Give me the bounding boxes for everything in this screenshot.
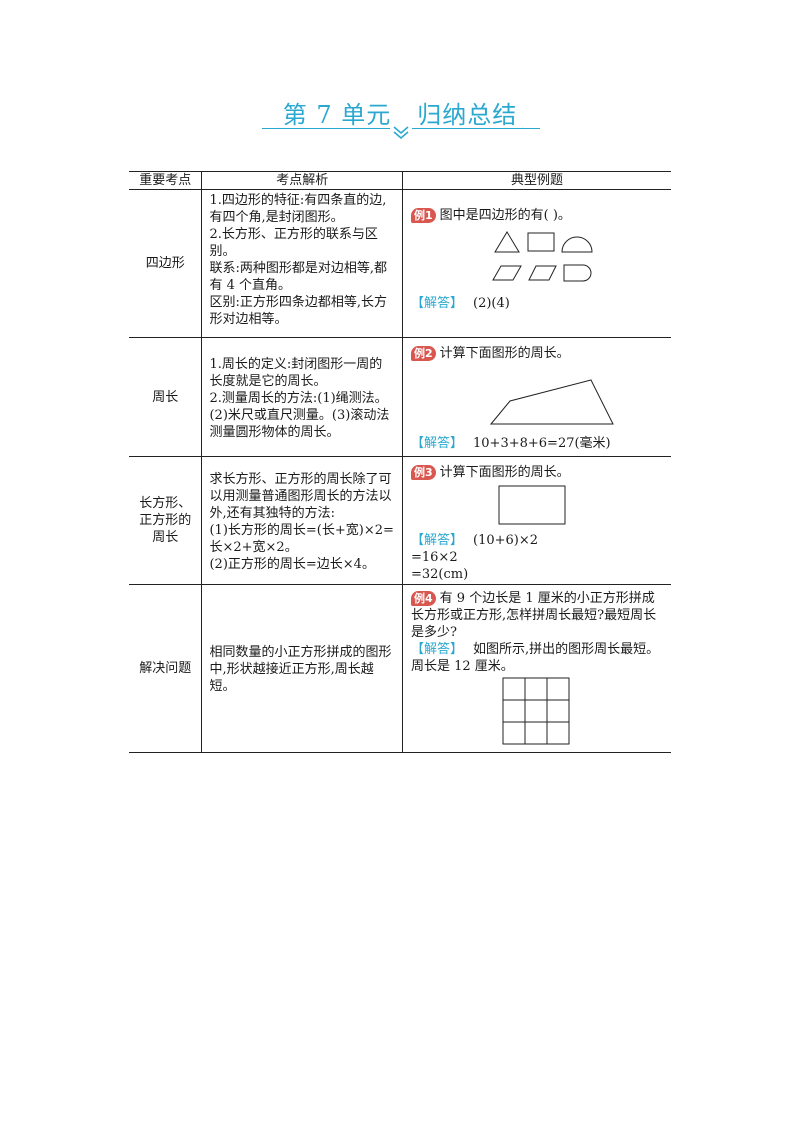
table-row: 周长 1.周长的定义:封闭图形一周的长度就是它的周长。 2.测量周长的方法:(1… [129, 337, 671, 457]
topic-text: 长方形、正方形的周长 [139, 496, 192, 545]
answer-label: 【解答】 [411, 436, 464, 451]
analysis-cell: 1.四边形的特征:有四条直的边,有四个角,是封闭图形。 2.长方形、正方形的联系… [201, 189, 403, 338]
quadrilateral-shapes-figure [492, 231, 593, 282]
answer-text: 如图所示,拼出的图形周长最短。周长是 12 厘米。 [411, 642, 660, 674]
topic-cell: 解决问题 [129, 584, 202, 753]
analysis-line: (2)正方形的周长=边长×4。 [209, 556, 375, 572]
answer-label: 【解答】 [411, 296, 464, 311]
table-header-row: 重要考点 考点解析 典型例题 [129, 171, 671, 190]
analysis-cell: 求长方形、正方形的周长除了可以用测量普通图形周长的方法以外,还有其独特的方法: … [201, 456, 403, 585]
summary-table: 重要考点 考点解析 典型例题 四边形 1.四边形的特征:有四条直的边,有四个角,… [129, 171, 671, 753]
title-rule-right [412, 128, 540, 129]
topic-cell: 周长 [129, 337, 202, 457]
header-key-point: 重要考点 [129, 171, 202, 190]
analysis-line: 2.长方形、正方形的联系与区别。 [209, 227, 378, 259]
example-badge: 例3 [411, 465, 436, 480]
analysis-line: 1.周长的定义:封闭图形一周的长度就是它的周长。 [209, 356, 383, 389]
analysis-line: 求长方形、正方形的周长除了可以用测量普通图形周长的方法以外,还有其独特的方法: [209, 471, 392, 521]
answer-text: =16×2 [411, 550, 458, 565]
answer-text: (10+6)×2 [473, 533, 539, 548]
table-row: 四边形 1.四边形的特征:有四条直的边,有四个角,是封闭图形。 2.长方形、正方… [129, 189, 671, 338]
analysis-line: (1)长方形的周长=(长+宽)×2=长×2+宽×2。 [209, 522, 394, 555]
analysis-cell: 1.周长的定义:封闭图形一周的长度就是它的周长。 2.测量周长的方法:(1)绳测… [201, 337, 403, 457]
analysis-line: 相同数量的小正方形拼成的图形中,形状越接近正方形,周长越短。 [209, 645, 392, 694]
example-badge: 例2 [411, 346, 436, 361]
analysis-line: 联系:两种图形都是对边相等,都有 4 个直角。 [209, 261, 387, 293]
double-chevron-icon [393, 126, 409, 140]
example-question: 计算下面图形的周长。 [439, 346, 570, 361]
quadrilateral-figure [489, 379, 614, 425]
title-rule-left [262, 128, 390, 129]
table-row: 长方形、正方形的周长 求长方形、正方形的周长除了可以用测量普通图形周长的方法以外… [129, 456, 671, 585]
analysis-cell: 相同数量的小正方形拼成的图形中,形状越接近正方形,周长越短。 [201, 584, 403, 753]
answer-text: =32(cm) [411, 567, 469, 582]
example-badge: 例1 [411, 208, 436, 223]
rectangle-figure [498, 485, 566, 525]
analysis-line: 1.四边形的特征:有四条直的边,有四个角,是封闭图形。 [209, 193, 387, 225]
example-badge: 例4 [411, 591, 436, 606]
header-analysis: 考点解析 [201, 171, 403, 190]
header-examples: 典型例题 [402, 171, 671, 190]
topic-cell: 四边形 [129, 189, 202, 338]
example-question: 有 9 个边长是 1 厘米的小正方形拼成长方形或正方形,怎样拼周长最短?最短周长… [411, 591, 657, 640]
topic-cell: 长方形、正方形的周长 [129, 456, 202, 585]
unit-label: 第 7 单元 [282, 101, 392, 129]
answer-text: 10+3+8+6=27(毫米) [473, 436, 611, 451]
analysis-line: 区别:正方形四条边都相等,长方形对边相等。 [209, 295, 387, 327]
answer-text: (2)(4) [473, 296, 510, 311]
parallelogram-shape [492, 265, 522, 281]
example-question: 计算下面图形的周长。 [439, 465, 570, 480]
three-by-three-grid-figure [502, 677, 570, 745]
d-shape [563, 264, 592, 282]
answer-label: 【解答】 [411, 533, 464, 548]
answer-label: 【解答】 [411, 642, 464, 657]
unit-name: 归纳总结 [417, 101, 518, 129]
triangle-shape [494, 231, 520, 253]
rectangle-shape [527, 232, 555, 252]
analysis-line: 2.测量周长的方法:(1)绳测法。(2)米尺或直尺测量。(3)滚动法测量圆形物体… [209, 390, 390, 440]
parallelogram-shape-2 [528, 265, 557, 281]
page-title: 第 7 单元归纳总结 [0, 95, 800, 130]
semicircle-shape [561, 236, 593, 253]
example-question: 图中是四边形的有( )。 [439, 208, 571, 223]
